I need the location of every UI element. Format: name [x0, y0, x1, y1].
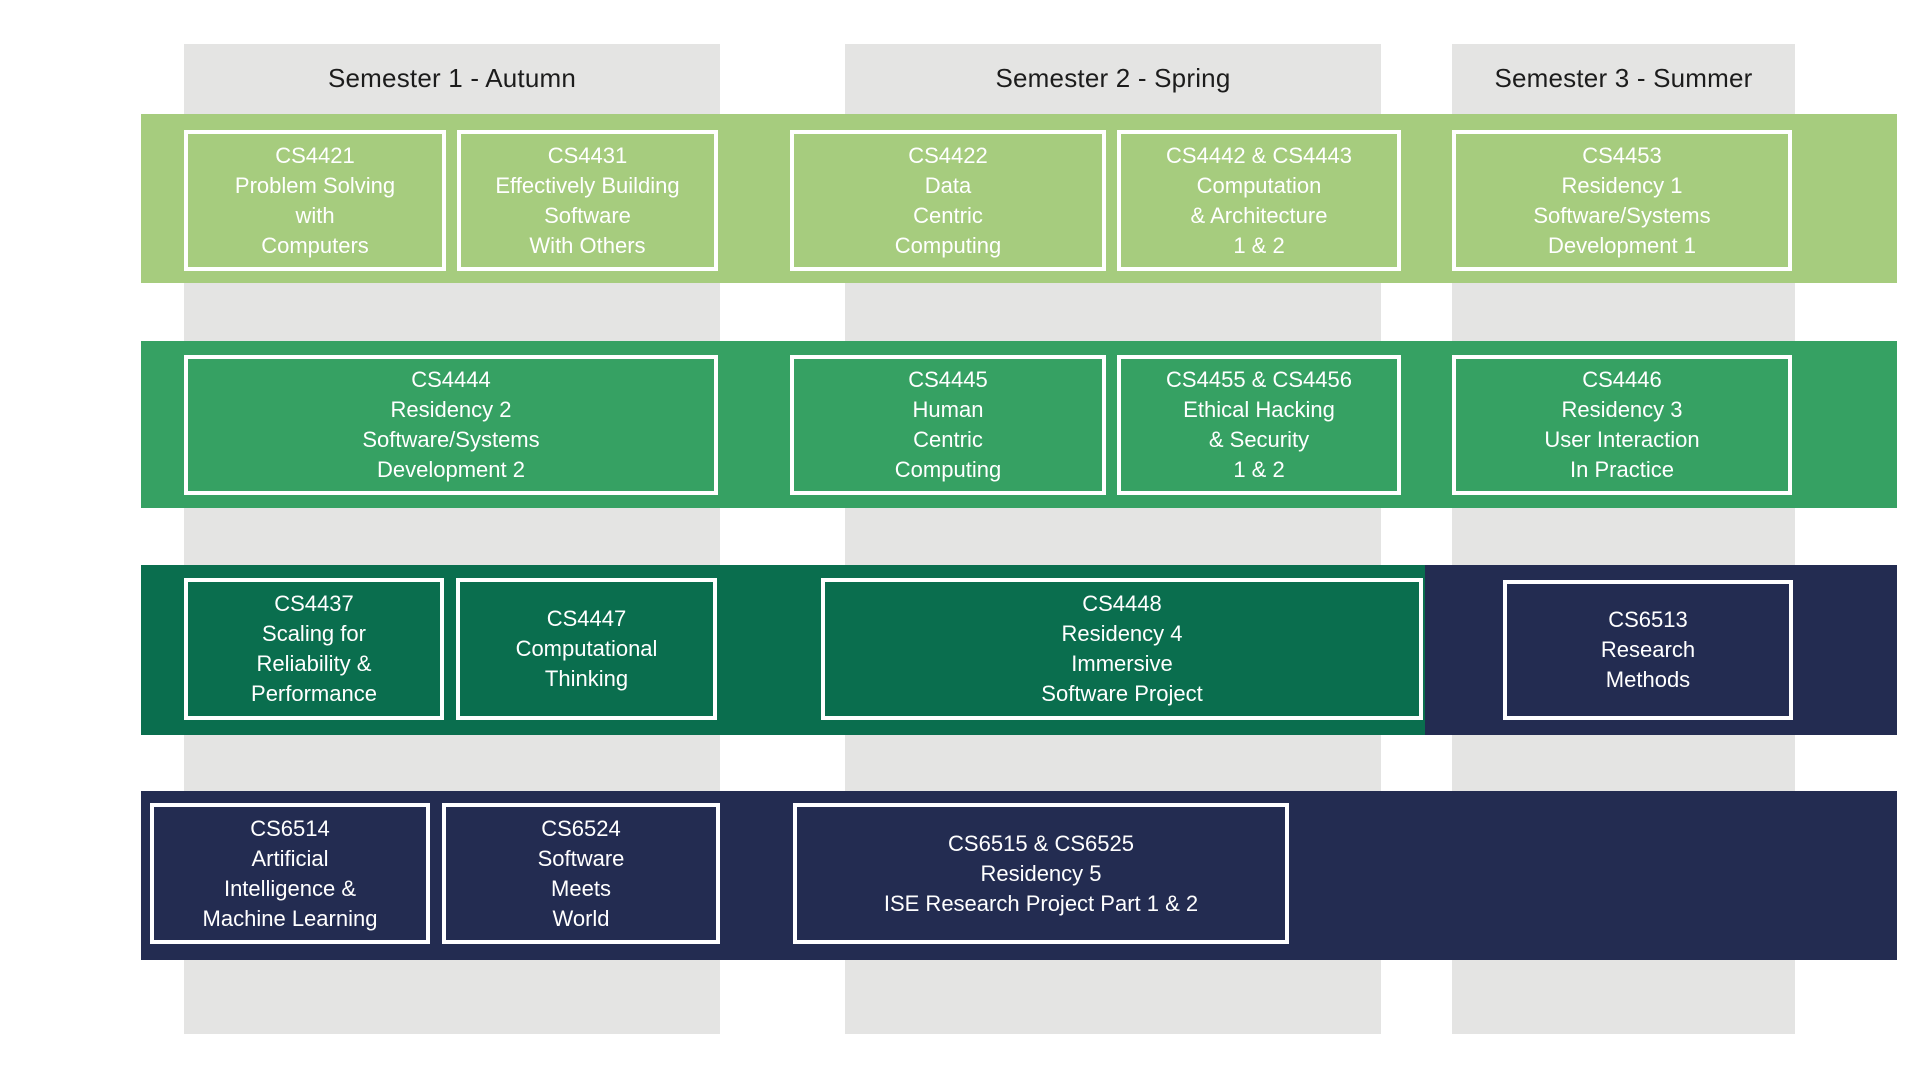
course-title-line: Effectively Building — [495, 172, 680, 198]
course-title-line: Ethical Hacking — [1183, 397, 1335, 422]
course-title-line: Development 1 — [1548, 232, 1696, 258]
course-cs4448: CS4448 Residency 4 Immersive Software Pr… — [821, 578, 1423, 720]
course-code: CS4437 — [274, 591, 354, 616]
course-title-line: Immersive — [1071, 651, 1173, 676]
course-cs4437: CS4437 Scaling for Reliability & Perform… — [184, 578, 444, 720]
course-code: CS4455 & CS4456 — [1166, 367, 1352, 392]
course-title-line: User Interaction — [1544, 427, 1700, 452]
course-cs4455-cs4456: CS4455 & CS4456 Ethical Hacking & Securi… — [1117, 355, 1401, 495]
course-cs6514: CS6514 Artificial Intelligence & Machine… — [150, 803, 430, 944]
course-title-line: & Architecture — [1190, 202, 1328, 228]
semester-1-header: Semester 1 - Autumn — [327, 62, 577, 93]
course-title-line: Machine Learning — [202, 905, 378, 931]
course-code: CS4421 — [275, 142, 355, 168]
year-2-band — [141, 341, 1897, 508]
course-title-line: World — [552, 905, 610, 931]
year-4-band — [141, 791, 1897, 960]
course-title-line: Residency 5 — [980, 860, 1102, 886]
year-1-band — [141, 114, 1897, 283]
course-title-line: & Security — [1208, 427, 1310, 452]
course-title-line: ISE Research Project Part 1 & 2 — [883, 890, 1199, 916]
course-title-line: Computing — [894, 457, 1002, 482]
course-code: CS4453 — [1582, 142, 1662, 168]
course-title-line: Computers — [261, 232, 369, 258]
course-title-line: Software — [537, 845, 625, 871]
course-title-line: Centric — [913, 427, 983, 452]
course-title-line: Residency 1 — [1561, 172, 1683, 198]
course-title-line: Computational — [515, 636, 658, 661]
semester-3-header: Semester 3 - Summer — [1494, 62, 1753, 93]
course-title-line: Centric — [913, 202, 983, 228]
course-title-line: Methods — [1605, 667, 1691, 692]
course-title-line: with — [295, 202, 335, 228]
course-title-line: Meets — [551, 875, 611, 901]
course-code: CS4422 — [908, 142, 988, 168]
course-title-line: Residency 4 — [1061, 621, 1183, 646]
course-cs4453: CS4453 Residency 1 Software/Systems Deve… — [1452, 130, 1792, 271]
course-title-line: Performance — [251, 681, 377, 706]
course-cs4442-cs4443: CS4442 & CS4443 Computation & Architectu… — [1117, 130, 1401, 271]
course-title-line: Software — [544, 202, 631, 228]
course-code: CS6514 — [250, 815, 330, 841]
year-3-band-green — [141, 565, 1425, 735]
course-cs4421: CS4421 Problem Solving with Computers — [184, 130, 446, 271]
course-title-line: Residency 3 — [1561, 397, 1683, 422]
course-cs4444: CS4444 Residency 2 Software/Systems Deve… — [184, 355, 718, 495]
course-code: CS4448 — [1082, 591, 1162, 616]
course-code: CS4447 — [546, 606, 627, 631]
course-title-line: Software/Systems — [362, 427, 540, 452]
course-code: CS6524 — [541, 815, 621, 841]
course-title-line: Thinking — [544, 666, 629, 691]
course-title-line: Computing — [894, 232, 1002, 258]
course-title-line: In Practice — [1570, 457, 1674, 482]
course-code: CS6515 & CS6525 — [948, 830, 1134, 856]
course-title-line: Intelligence & — [223, 875, 357, 901]
course-cs4422: CS4422 Data Centric Computing — [790, 130, 1106, 271]
course-code: CS4442 & CS4443 — [1166, 142, 1352, 168]
course-title-line: Reliability & — [256, 651, 372, 676]
course-code: CS4445 — [908, 367, 988, 392]
course-title-line: Computation — [1196, 172, 1322, 198]
course-title-line: Software Project — [1041, 681, 1203, 706]
course-title-line: Scaling for — [262, 621, 366, 646]
course-cs6513: CS6513 Research Methods — [1503, 580, 1793, 720]
course-code: CS6513 — [1608, 607, 1688, 632]
course-code: CS4431 — [547, 142, 628, 168]
course-title-line: 1 & 2 — [1233, 232, 1285, 258]
course-title-line: Artificial — [251, 845, 329, 871]
course-title-line: Residency 2 — [390, 397, 512, 422]
course-title-line: Problem Solving — [234, 172, 396, 198]
course-cs4447: CS4447 Computational Thinking — [456, 578, 717, 720]
course-title-line: Research — [1600, 637, 1696, 662]
course-title-line: Development 2 — [377, 457, 525, 482]
semester-2-header: Semester 2 - Spring — [995, 62, 1231, 93]
course-code: CS4446 — [1582, 367, 1662, 392]
course-title-line: 1 & 2 — [1233, 457, 1285, 482]
course-cs4445: CS4445 Human Centric Computing — [790, 355, 1106, 495]
course-cs6524: CS6524 Software Meets World — [442, 803, 720, 944]
course-title-line: Software/Systems — [1533, 202, 1711, 228]
course-cs4431: CS4431 Effectively Building Software Wit… — [457, 130, 718, 271]
course-cs6515-cs6525: CS6515 & CS6525 Residency 5 ISE Research… — [793, 803, 1289, 944]
course-title-line: With Others — [529, 232, 646, 258]
course-cs4446: CS4446 Residency 3 User Interaction In P… — [1452, 355, 1792, 495]
course-title-line: Data — [924, 172, 972, 198]
course-code: CS4444 — [411, 367, 491, 392]
course-title-line: Human — [912, 397, 984, 422]
